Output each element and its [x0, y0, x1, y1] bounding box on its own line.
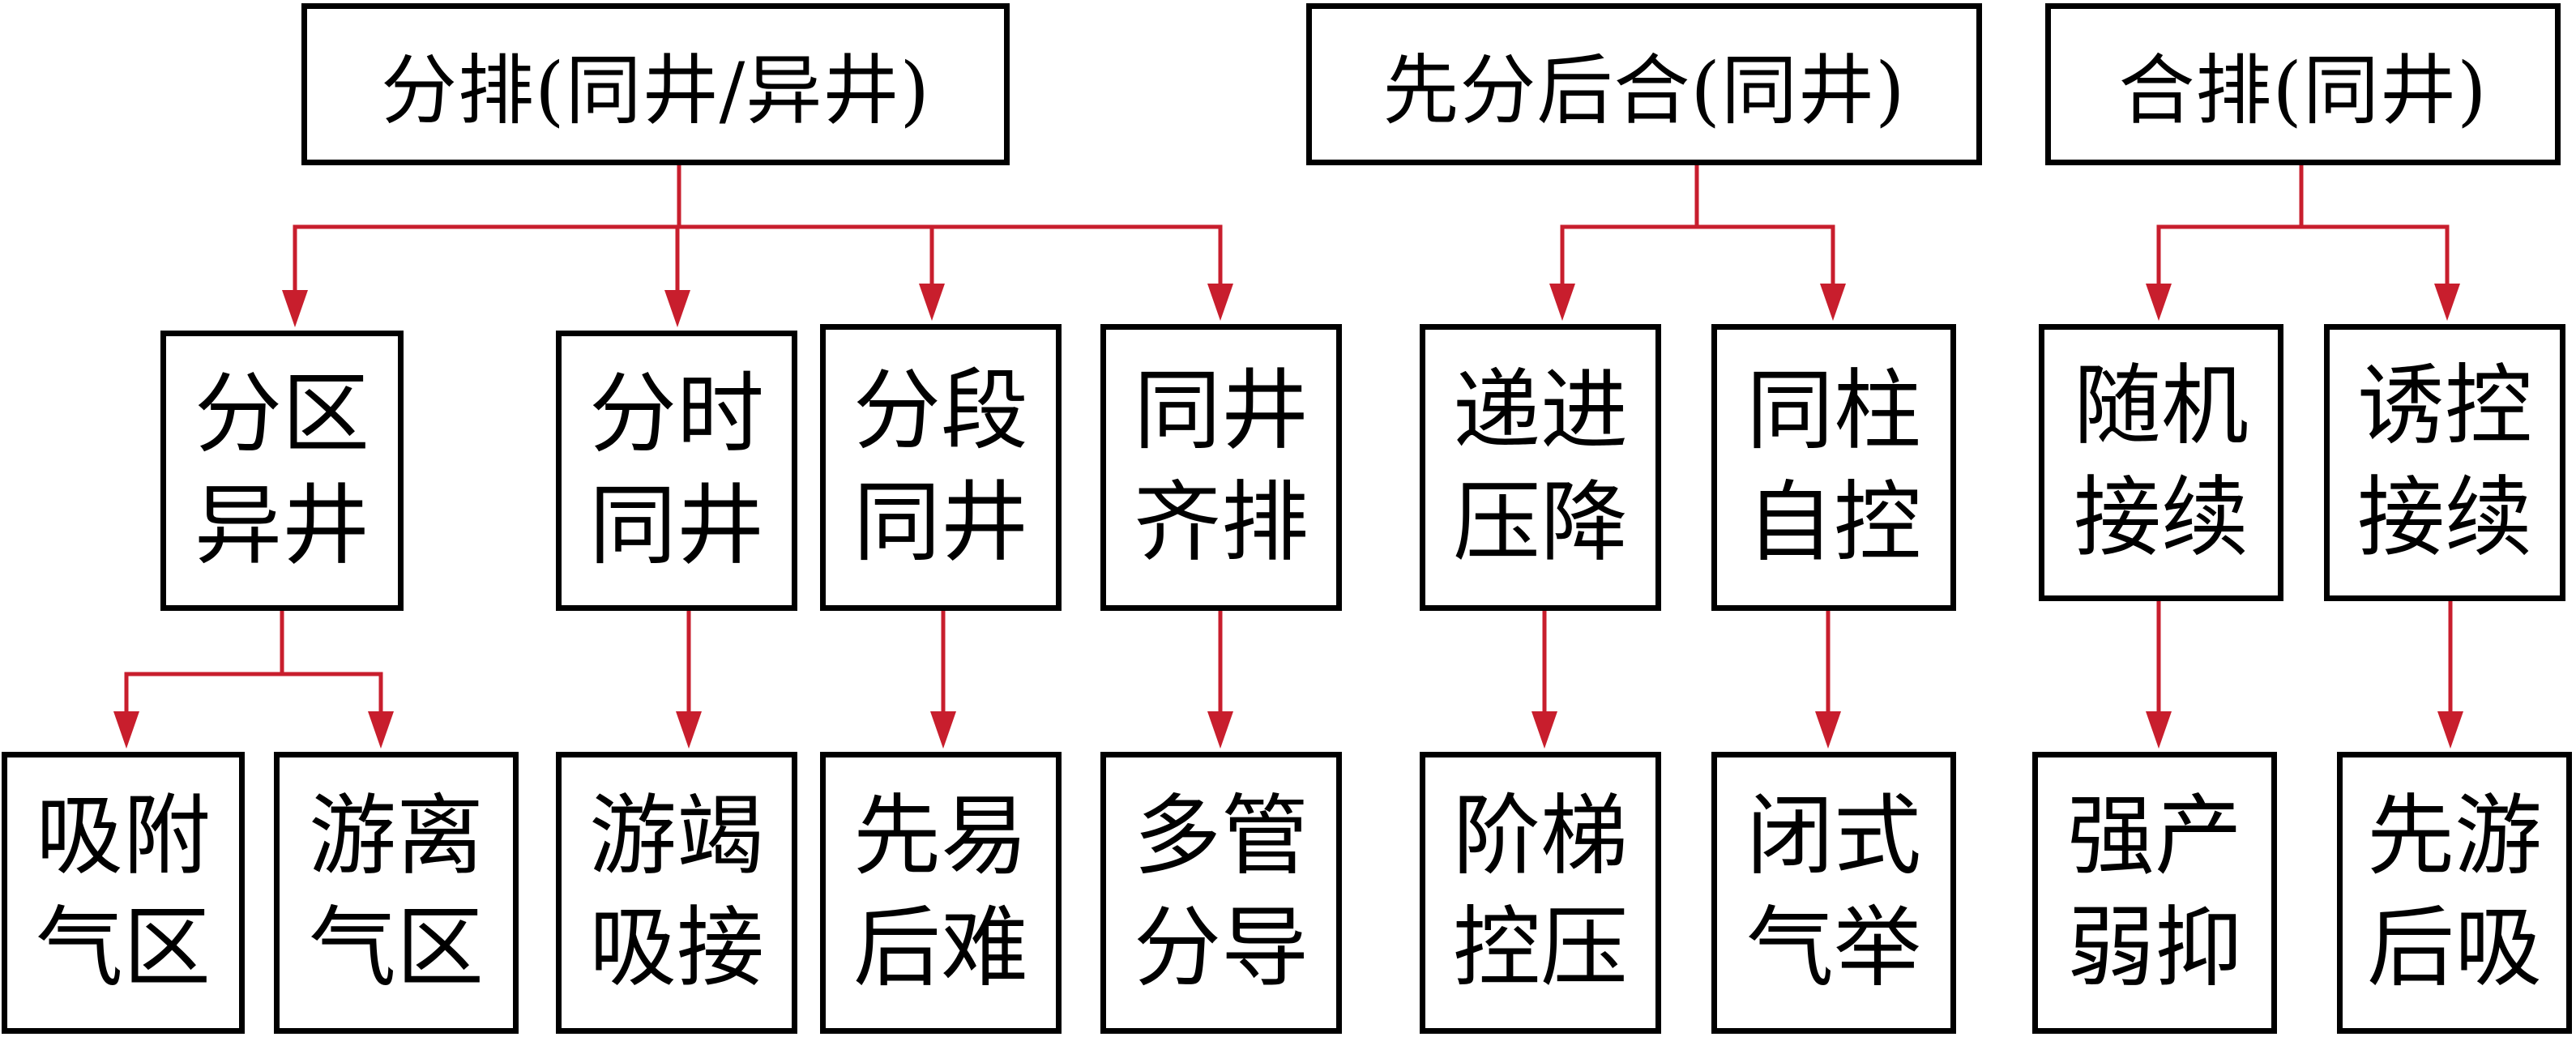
arrowhead: [1820, 284, 1846, 321]
result-label-line1: 游离: [308, 786, 484, 887]
arrowhead: [1207, 711, 1233, 749]
arrowhead: [1532, 711, 1557, 749]
method-label-line2: 同井: [852, 472, 1028, 574]
result-box-multi-tube-diversion: 多管分导: [1100, 752, 1342, 1034]
method-label-line1: 递进: [1452, 361, 1628, 462]
group-box-separate-drainage: 分排(同井/异井): [301, 3, 1010, 165]
method-box-time-shared-well: 分时同井: [556, 331, 797, 611]
method-label-line2: 齐排: [1133, 472, 1309, 574]
result-label-line2: 后难: [852, 898, 1028, 999]
result-box-strong-produce-weak-suppress: 强产弱抑: [2032, 752, 2277, 1034]
method-box-same-string-self-control: 同柱自控: [1711, 324, 1956, 611]
group-title: 先分后合(同井): [1382, 47, 1906, 135]
arrowhead: [282, 290, 308, 327]
result-label-line2: 后吸: [2366, 898, 2542, 999]
method-label-line2: 同井: [588, 476, 764, 577]
result-label-line1: 先易: [852, 786, 1028, 887]
result-label-line2: 控压: [1452, 898, 1628, 999]
arrowhead: [1815, 711, 1841, 749]
arrowhead: [676, 711, 702, 749]
method-label-line2: 接续: [2073, 467, 2249, 569]
result-label-line2: 气举: [1745, 898, 1921, 999]
result-label-line1: 多管: [1133, 786, 1309, 887]
method-box-staged-same-well: 分段同井: [820, 324, 1062, 611]
result-box-free-then-adsorbed-2: 先游后吸: [2337, 752, 2572, 1034]
group-box-combined-drainage: 合排(同井): [2045, 3, 2561, 165]
method-label-line2: 压降: [1452, 472, 1628, 574]
method-label-line2: 异井: [194, 476, 370, 577]
result-label-line1: 游竭: [588, 786, 764, 887]
result-label-line1: 吸附: [35, 786, 211, 887]
group-box-separate-then-combine: 先分后合(同井): [1306, 3, 1982, 165]
method-label-line1: 分时: [588, 364, 764, 465]
method-box-zoned-separate-wells: 分区异井: [160, 331, 404, 611]
arrowhead: [664, 290, 690, 327]
result-box-adsorbed-gas-zone: 吸附气区: [2, 752, 245, 1034]
result-label-line2: 气区: [35, 898, 211, 999]
result-box-closed-gas-lift: 闭式气举: [1711, 752, 1956, 1034]
method-label-line1: 随机: [2073, 356, 2249, 457]
method-label-line1: 同井: [1133, 361, 1309, 462]
arrowhead: [1207, 284, 1233, 321]
arrowhead: [1549, 284, 1575, 321]
result-box-easy-then-hard: 先易后难: [820, 752, 1062, 1034]
method-box-progressive-depressurization: 递进压降: [1420, 324, 1661, 611]
result-label-line1: 强产: [2066, 786, 2242, 887]
group-title: 分排(同井/异井): [380, 47, 931, 135]
arrowhead: [368, 711, 394, 749]
method-label-line1: 分段: [852, 361, 1028, 462]
method-label-line1: 同柱: [1745, 361, 1921, 462]
arrowhead: [2146, 284, 2172, 321]
arrowhead: [930, 711, 956, 749]
method-box-same-well-parallel: 同井齐排: [1100, 324, 1342, 611]
method-label-line1: 诱控: [2356, 356, 2532, 457]
result-box-free-gas-zone: 游离气区: [274, 752, 519, 1034]
arrowhead: [2146, 711, 2172, 749]
method-box-random-relay: 随机接续: [2039, 324, 2283, 601]
result-box-stepped-pressure-control: 阶梯控压: [1420, 752, 1661, 1034]
arrowhead: [113, 711, 139, 749]
group-title: 合排(同井): [2118, 47, 2488, 135]
result-label-line2: 弱抑: [2066, 898, 2242, 999]
result-label-line1: 先游: [2366, 786, 2542, 887]
method-label-line1: 分区: [194, 364, 370, 465]
method-box-induced-relay: 诱控接续: [2324, 324, 2565, 601]
method-label-line2: 自控: [1745, 472, 1921, 574]
result-label-line1: 阶梯: [1452, 786, 1628, 887]
arrowhead: [2434, 284, 2460, 321]
result-label-line2: 吸接: [588, 898, 764, 999]
result-label-line1: 闭式: [1745, 786, 1921, 887]
method-label-line2: 接续: [2356, 467, 2532, 569]
arrowhead: [919, 284, 945, 321]
result-box-free-then-adsorbed: 游竭吸接: [556, 752, 797, 1034]
result-label-line2: 分导: [1133, 898, 1309, 999]
arrowhead: [2437, 711, 2463, 749]
result-label-line2: 气区: [308, 898, 484, 999]
